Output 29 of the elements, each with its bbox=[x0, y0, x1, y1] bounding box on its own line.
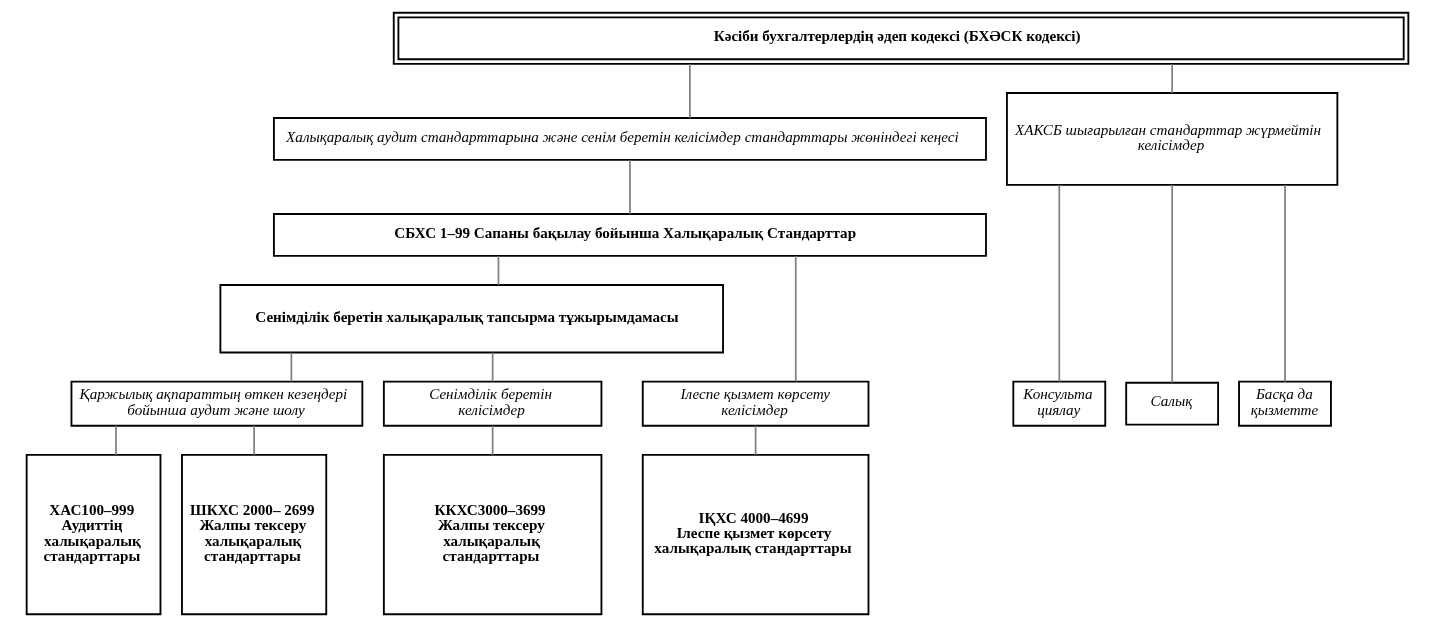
connector bbox=[754, 425, 757, 456]
connector bbox=[1058, 184, 1061, 383]
node-box: Сенімділік беретін халықаралық тапсырма тұжырымдамасы bbox=[219, 284, 724, 354]
node-box: Салық bbox=[1125, 381, 1220, 426]
connector bbox=[253, 425, 255, 456]
node-box: Консульта циялау bbox=[1012, 380, 1107, 427]
node-box: Кәсіби бухгалтерлердің әдеп кодексі (БХӘСК кодексі) bbox=[392, 11, 1410, 65]
node-box: ККХС3000–3699 Жалпы тексеру халықаралық стандарттары bbox=[382, 453, 603, 616]
connector bbox=[497, 255, 500, 286]
node-box: ШКХС 2000– 2699 Жалпы тексеру халықаралық стандарттары bbox=[181, 453, 328, 616]
connector bbox=[491, 351, 494, 383]
connector bbox=[794, 255, 797, 383]
node-box: ХАКСБ шығарылған стандарттар жүрмейтін келісімдер bbox=[1006, 92, 1339, 186]
connector bbox=[689, 63, 691, 119]
connector bbox=[1171, 63, 1174, 94]
node-box: СБХС 1–99 Сапаны бақылау бойынша Халықаралық Стандарттар bbox=[272, 213, 987, 257]
connector bbox=[629, 159, 631, 215]
node-box: ІҚХС 4000–4699 Ілеспе қызмет көрсету халықаралық стандарттары bbox=[641, 453, 870, 616]
node-box: Басқа да қызметте bbox=[1238, 380, 1332, 427]
node-box: Сенімділік беретін келісімдер bbox=[382, 380, 603, 427]
node-box: Ілеспе қызмет көрсету келісімдер bbox=[641, 380, 870, 427]
connector bbox=[1171, 184, 1174, 384]
connector bbox=[491, 425, 494, 456]
node-box: Халықаралық аудит стандарттарына және сенім беретін келісімдер стандарттары жөніндегі кеңесі bbox=[272, 117, 987, 161]
connector bbox=[115, 425, 117, 456]
node-box: Қаржылық ақпараттың өткен кезеңдері бойынша аудит және шолу bbox=[70, 380, 364, 427]
connector bbox=[1284, 184, 1286, 383]
node-box: ХАС100–999 Аудиттің халықаралық стандарттары bbox=[25, 453, 162, 616]
connector bbox=[290, 351, 293, 383]
